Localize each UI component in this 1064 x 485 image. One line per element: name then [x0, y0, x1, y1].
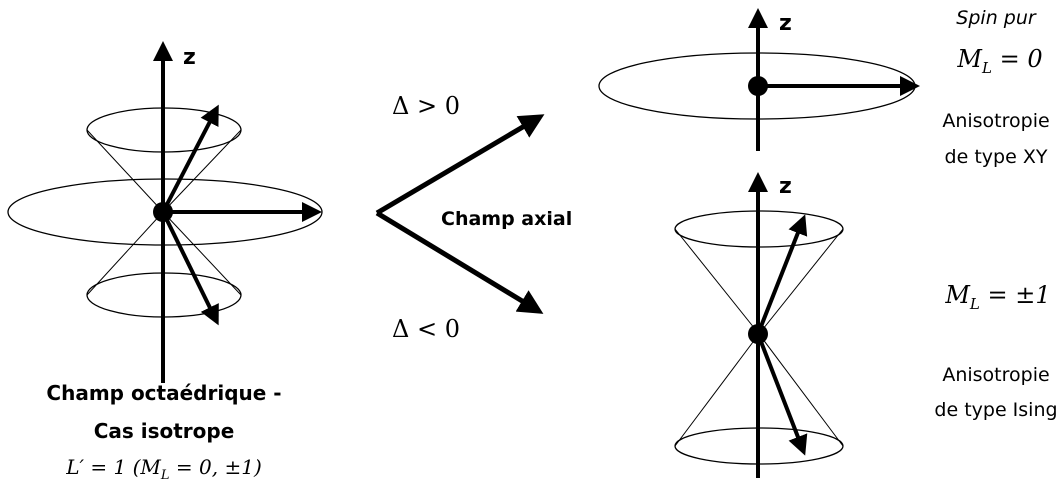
lower-cone-right-edge — [163, 212, 241, 295]
xy-anisotropy-line2: de type XY — [945, 146, 1048, 168]
pure-spin-label: Spin pur — [956, 7, 1037, 29]
delta-negative-label: Δ < 0 — [392, 315, 460, 343]
ising-lower-cone-left-edge — [675, 334, 759, 446]
xy-anisotropy-line1: Anisotropie — [942, 110, 1049, 132]
caption-octahedral: Champ octaédrique - — [46, 381, 281, 405]
axial-field-label: Champ axial — [441, 208, 572, 230]
ising-z-axis-label: z — [779, 174, 792, 199]
delta-positive-label: Δ > 0 — [392, 92, 460, 120]
z-axis-label: z — [183, 45, 196, 70]
spin-vector-down — [163, 212, 216, 320]
ising-anisotropy-line1: Anisotropie — [942, 364, 1049, 386]
ising-spin-vector-up — [758, 220, 803, 334]
ising-anisotropy-line2: de type Ising — [934, 399, 1057, 421]
xy-z-axis-label: z — [779, 11, 792, 36]
xy-ml-formula: ML = 0 — [956, 45, 1042, 77]
xy-spin-center-dot — [748, 76, 768, 96]
split-arrow-up — [377, 118, 538, 213]
ising-lower-cone-right-edge — [759, 334, 843, 446]
ising-ml-formula: ML = ±1 — [944, 281, 1050, 313]
quantum-number-formula: L′ = 1 (ML = 0, ±1) — [65, 455, 262, 483]
ising-spin-center-dot — [748, 324, 768, 344]
lower-cone-left-edge — [87, 212, 163, 295]
caption-isotropic: Cas isotrope — [94, 419, 235, 443]
spin-vector-up — [163, 110, 216, 212]
ising-spin-vector-down — [758, 334, 803, 450]
spin-center-dot — [153, 202, 173, 222]
